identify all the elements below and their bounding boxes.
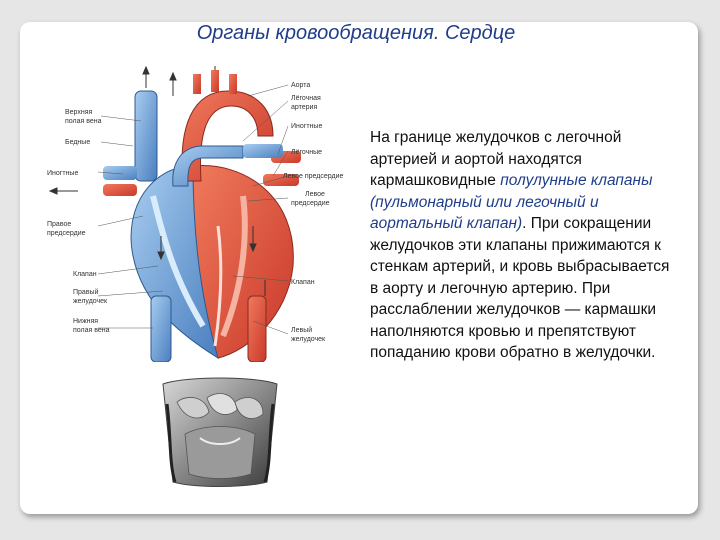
label-valve-right: Клапан <box>291 279 315 286</box>
superior-vena-cava <box>134 90 158 182</box>
label-aorta: Аорта <box>291 82 310 89</box>
label-right-other: Иногтные <box>291 123 322 130</box>
label-left-other: Иногтные <box>47 170 78 177</box>
label-superior-vena-cava-2: полая вена <box>65 118 102 125</box>
description-text: На границе желудочков с легочной артерие… <box>370 127 670 364</box>
description-intro: На границе желудочков с легочной артерие… <box>370 129 622 189</box>
label-left-atrium-b-2: предсердие <box>291 200 330 207</box>
label-right-ventricle-2: желудочек <box>73 298 108 305</box>
label-left-atrium: Левое предсердие <box>283 173 343 180</box>
description-emphasis: полулунные клапаны (пульмонарный или лег… <box>370 172 653 232</box>
label-left-atrium-b-1: Левое <box>305 191 325 198</box>
slide-card <box>20 22 698 514</box>
label-pulmonary-veins-right: Лёгочные <box>291 149 322 156</box>
label-pulmonary-artery-1: Лёгочная <box>291 95 321 102</box>
inferior-vena-cava <box>150 295 172 362</box>
aorta <box>181 90 274 182</box>
label-valve-left: Клапан <box>73 271 97 278</box>
label-pulmonary-veins-left: Бедные <box>65 139 90 146</box>
label-right-ventricle-1: Правый <box>73 288 99 296</box>
label-inferior-vena-cava-1: Нижняя <box>73 318 98 325</box>
label-inferior-vena-cava-2: полая вена <box>73 327 110 334</box>
slide-title: Органы кровообращения. Сердце <box>196 22 516 44</box>
label-pulmonary-artery-2: артерия <box>291 104 317 111</box>
label-left-ventricle-1: Левый <box>291 326 312 334</box>
label-right-atrium-1: Правое <box>47 221 71 228</box>
heart-diagram: Верхняя полая вена Бедные Иногтные Право… <box>43 66 347 362</box>
semilunar-valve-image <box>155 374 285 490</box>
label-superior-vena-cava-1: Верхняя <box>65 109 93 116</box>
label-right-atrium-2: предсердие <box>47 230 86 237</box>
label-left-ventricle-2: желудочек <box>291 336 326 343</box>
description-rest: . При сокращении желудочков эти клапаны … <box>370 215 670 361</box>
